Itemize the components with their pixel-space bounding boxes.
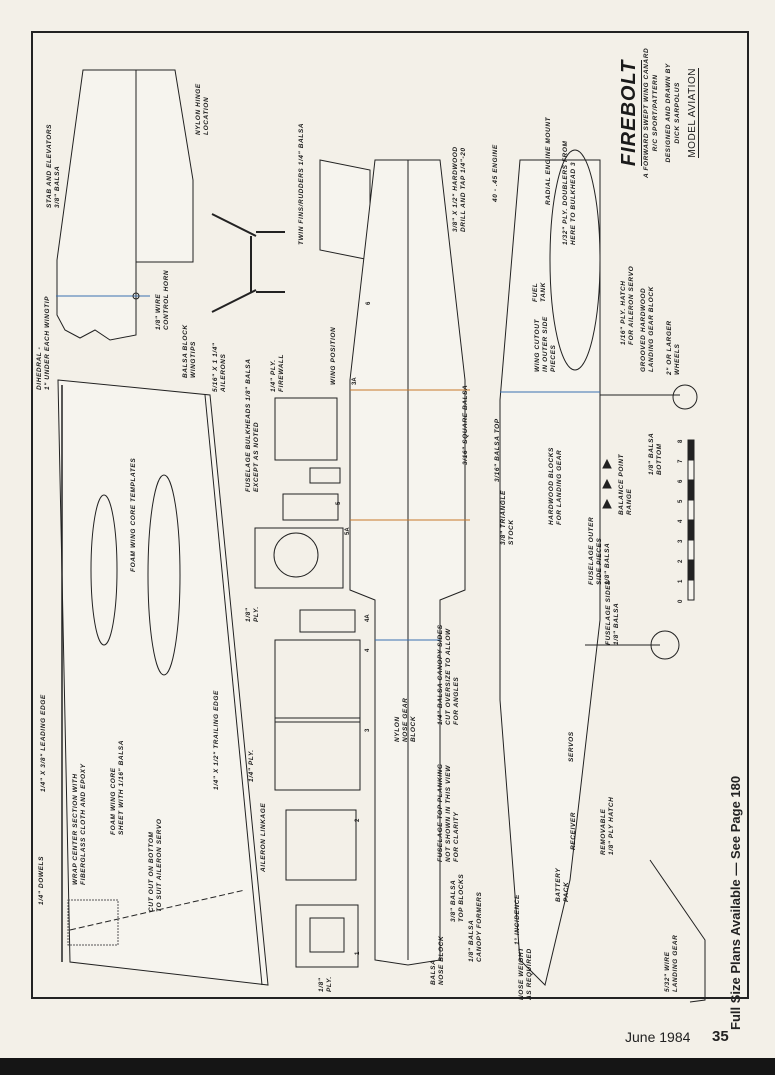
bulkhead-number: 6 bbox=[366, 301, 372, 305]
bulkhead-number: 5 bbox=[336, 501, 342, 505]
plan-subtitle: A FORWARD SWEPT WING CANARD bbox=[643, 47, 650, 178]
bulkhead-number: 1 bbox=[355, 951, 361, 955]
label-balsa-top: 3/16" BALSA TOP bbox=[494, 418, 501, 482]
ruler-number: 4 bbox=[678, 519, 684, 523]
scan-edge-band bbox=[0, 1058, 775, 1075]
ruler-number: 5 bbox=[678, 499, 684, 503]
ruler-number: 0 bbox=[678, 599, 684, 603]
bulkhead-number: 3 bbox=[365, 728, 371, 732]
label-templates: FOAM WING CORE TEMPLATES bbox=[130, 457, 137, 572]
fuselage-side-view bbox=[499, 149, 706, 1003]
plan-subtitle: R/C SPORT/PATTERN bbox=[652, 74, 659, 152]
page-number: 35 bbox=[712, 1028, 729, 1045]
wing-drawing bbox=[57, 379, 269, 986]
bulkhead-number: 4 bbox=[365, 648, 371, 652]
ruler-number: 6 bbox=[678, 479, 684, 483]
label-dihedral: DIHEDRAL -1" UNDER EACH WINGTIP bbox=[36, 295, 51, 390]
label-ply-1-4: 1/4" PLY. bbox=[248, 749, 255, 782]
label-ply-1-8-b: 1/8"PLY. bbox=[245, 606, 260, 622]
label-trailing-edge: 1/4" X 1/2" TRAILING EDGE bbox=[213, 690, 220, 790]
bulkhead-number: 3A bbox=[352, 377, 358, 385]
label-leading-edge: 1/4" X 3/8" LEADING EDGE bbox=[40, 694, 47, 792]
label-incidence: 1° INCIDENCE bbox=[514, 894, 521, 945]
twin-fin-drawing bbox=[319, 159, 371, 261]
plan-title: FIREBOLT bbox=[618, 59, 642, 167]
ruler-number: 8 bbox=[678, 439, 684, 443]
bulkhead-number: 5A bbox=[345, 527, 351, 535]
plan-credit: DICK SARPOLUS bbox=[674, 82, 681, 144]
scale-ruler bbox=[687, 439, 695, 601]
label-square-balsa: 3/16" SQUARE BALSA bbox=[462, 384, 469, 465]
stabilizer-drawing bbox=[56, 69, 194, 341]
fuselage-top-view bbox=[349, 159, 470, 966]
fin-mount-drawing bbox=[211, 213, 285, 313]
bulkheads-drawing bbox=[254, 397, 361, 968]
label-engine: 40 - .45 ENGINE bbox=[492, 144, 499, 202]
ruler-number: 2 bbox=[678, 559, 684, 563]
label-dowels: 1/4" DOWELS bbox=[38, 855, 45, 905]
issue-date: June 1984 bbox=[625, 1029, 691, 1045]
label-ailerons: 5/16" X 1 1/4"AILERONS bbox=[212, 342, 227, 392]
label-engine-mount: RADIAL ENGINE MOUNT bbox=[545, 116, 552, 205]
label-wing-position: WING POSITION bbox=[330, 326, 337, 385]
ruler-number: 7 bbox=[678, 459, 684, 463]
plan-border bbox=[31, 31, 749, 999]
label-aileron-linkage: AILERON LINKAGE bbox=[260, 802, 267, 872]
label-firewall: 1/4" PLY.FIREWALL bbox=[270, 353, 285, 392]
title-block: FIREBOLT A FORWARD SWEPT WING CANARD R/C… bbox=[618, 48, 700, 178]
label-twin-fins: TWIN FINS/RUDDERS 1/4" BALSA bbox=[298, 122, 305, 245]
ruler-number: 3 bbox=[678, 539, 684, 543]
plans-available-note: Full Size Plans Available — See Page 180 bbox=[728, 775, 743, 1030]
balance-arrows bbox=[602, 458, 612, 509]
label-receiver: RECEIVER bbox=[570, 811, 577, 850]
label-servos: SERVOS bbox=[568, 731, 575, 762]
ruler-number: 1 bbox=[678, 579, 684, 583]
bulkhead-number: 2 bbox=[355, 818, 361, 822]
bulkhead-number: 4A bbox=[365, 614, 371, 622]
publisher-logo: MODEL AVIATION bbox=[687, 68, 699, 158]
label-ply-1-8-a: 1/8"PLY. bbox=[318, 976, 333, 992]
plan-credit: DESIGNED AND DRAWN BY bbox=[665, 63, 672, 163]
